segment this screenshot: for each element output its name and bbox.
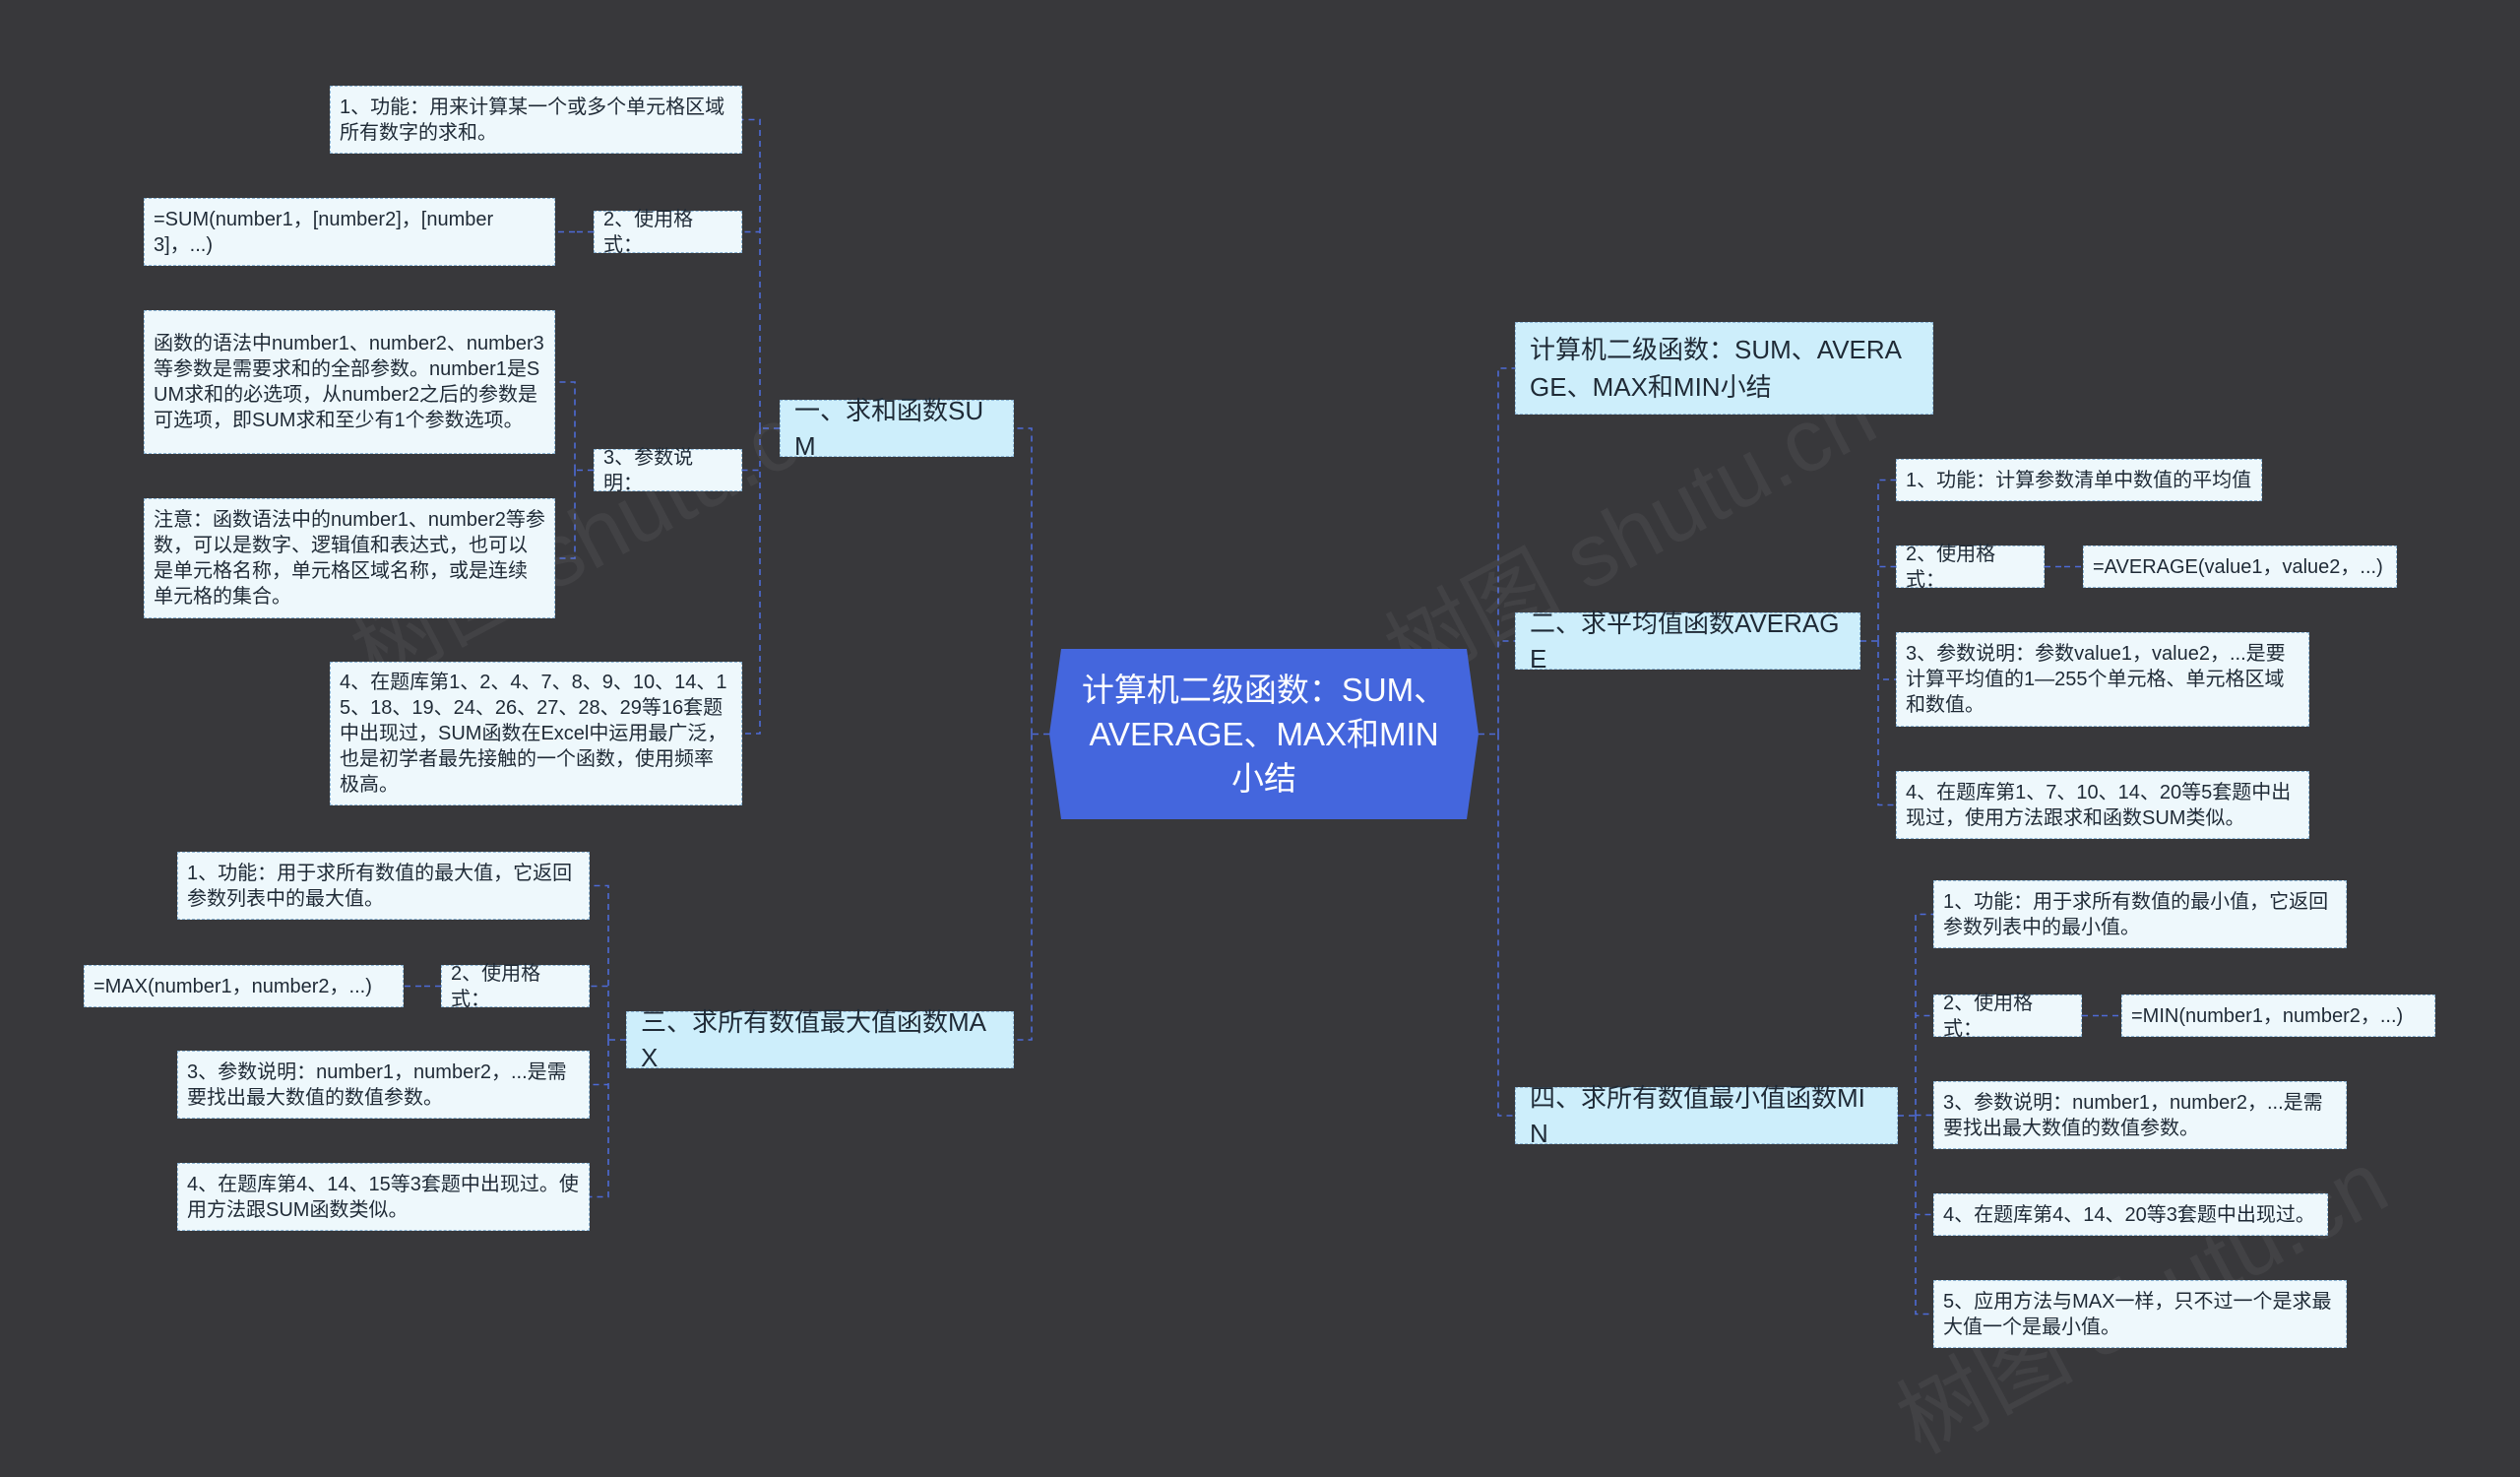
max-syntax-note[interactable]: =MAX(number1，number2，...) bbox=[84, 965, 404, 1007]
connector-min bbox=[1898, 913, 1933, 1316]
connector-sum bbox=[742, 118, 780, 735]
branch-max[interactable]: 三、求所有数值最大值函数MAX bbox=[626, 1007, 1014, 1072]
branch-sum[interactable]: 一、求和函数SUM bbox=[780, 396, 1014, 461]
sum-params-detail-1[interactable]: 函数的语法中number1、number2、number3等参数是需要求和的全部… bbox=[144, 310, 555, 454]
root-node[interactable]: 计算机二级函数：SUM、AVERAGE、MAX和MIN小结 bbox=[1049, 649, 1479, 819]
branch-average[interactable]: 二、求平均值函数AVERAGE bbox=[1515, 609, 1860, 674]
connector-root bbox=[1014, 427, 1049, 1041]
sum-syntax-note[interactable]: =SUM(number1，[number2]，[number3]，...) bbox=[144, 198, 555, 266]
sum-usage-frequency-note[interactable]: 4、在题库第1、2、4、7、8、9、10、14、15、18、19、24、26、2… bbox=[330, 662, 742, 805]
max-function-note[interactable]: 1、功能：用于求所有数值的最大值，它返回参数列表中的最大值。 bbox=[177, 852, 590, 920]
average-function-note[interactable]: 1、功能：计算参数清单中数值的平均值 bbox=[1896, 459, 2262, 501]
mind-map-canvas: 树图 shutu.cn 树图 shutu.cn 树图 shutu.cn 计算机二… bbox=[84, 86, 2435, 1348]
max-usage-frequency-note[interactable]: 4、在题库第4、14、15等3套题中出现过。使用方法跟SUM函数类似。 bbox=[177, 1163, 590, 1231]
min-function-note[interactable]: 1、功能：用于求所有数值的最小值，它返回参数列表中的最小值。 bbox=[1933, 880, 2347, 948]
min-application-note[interactable]: 5、应用方法与MAX一样，只不过一个是求最大值一个是最小值。 bbox=[1933, 1280, 2347, 1348]
average-syntax-note[interactable]: =AVERAGE(value1，value2，...) bbox=[2083, 546, 2397, 588]
connector-max bbox=[590, 884, 626, 1198]
average-usage-frequency-note[interactable]: 4、在题库第1、7、10、14、20等5套题中出现过，使用方法跟求和函数SUM类… bbox=[1896, 771, 2309, 839]
min-syntax-note[interactable]: =MIN(number1，number2，...) bbox=[2121, 995, 2435, 1037]
max-params-note[interactable]: 3、参数说明：number1，number2，...是需要找出最大数值的数值参数… bbox=[177, 1051, 590, 1119]
sum-usage-label[interactable]: 2、使用格式： bbox=[594, 209, 742, 256]
connector-avg bbox=[1860, 479, 1896, 806]
average-params-note[interactable]: 3、参数说明：参数value1，value2，...是要计算平均值的1—255个… bbox=[1896, 632, 2309, 727]
min-usage-frequency-note[interactable]: 4、在题库第4、14、20等3套题中出现过。 bbox=[1933, 1193, 2328, 1236]
branch-min[interactable]: 四、求所有数值最小值函数MIN bbox=[1515, 1083, 1898, 1148]
max-usage-label[interactable]: 2、使用格式： bbox=[441, 963, 590, 1010]
sum-params-detail-2[interactable]: 注意：函数语法中的number1、number2等参数，可以是数字、逻辑值和表达… bbox=[144, 498, 555, 618]
connector-root bbox=[1479, 367, 1515, 1117]
title-topic-node[interactable]: 计算机二级函数：SUM、AVERAGE、MAX和MIN小结 bbox=[1515, 322, 1933, 415]
average-usage-label[interactable]: 2、使用格式： bbox=[1896, 544, 2045, 591]
sum-params-label[interactable]: 3、参数说明： bbox=[594, 447, 742, 494]
min-usage-label[interactable]: 2、使用格式： bbox=[1933, 993, 2082, 1040]
sum-function-note[interactable]: 1、功能：用来计算某一个或多个单元格区域所有数字的求和。 bbox=[330, 86, 742, 154]
min-params-note[interactable]: 3、参数说明：number1，number2，...是需要找出最大数值的数值参数… bbox=[1933, 1081, 2347, 1149]
connector-sum-3 bbox=[555, 381, 594, 559]
